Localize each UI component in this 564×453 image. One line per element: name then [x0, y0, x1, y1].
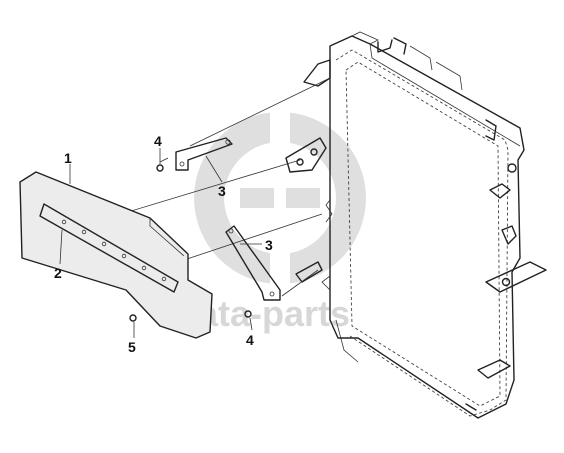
fastener-bolt-upper [156, 164, 164, 172]
shroud-panel [19, 171, 213, 339]
alignment-lines [107, 77, 331, 297]
lower-bracket [225, 225, 281, 301]
fastener-bolt-lower [244, 310, 252, 318]
leader-lines [59, 148, 262, 338]
callout-4-upper: 4 [154, 133, 162, 149]
radiator-frame [285, 31, 547, 419]
fastener-nut [129, 314, 137, 322]
upper-bracket [175, 137, 233, 171]
callout-4-lower: 4 [246, 332, 254, 348]
callout-5: 5 [128, 339, 136, 355]
callout-1: 1 [64, 150, 72, 166]
callout-2: 2 [54, 265, 62, 281]
callout-3-lower: 3 [265, 237, 273, 253]
callout-3-upper: 3 [218, 183, 226, 199]
sealing-strip [39, 203, 179, 293]
